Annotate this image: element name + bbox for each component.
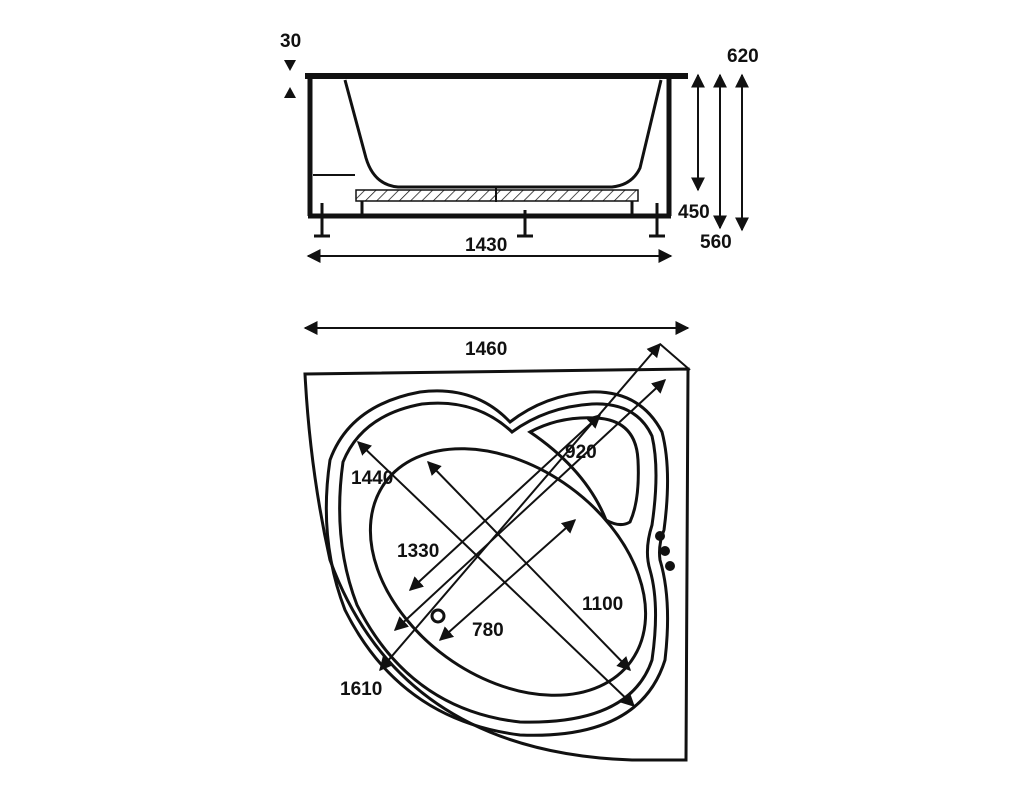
dim-line-basin-width <box>438 519 577 641</box>
label-length: 1430 <box>465 235 507 256</box>
jet-controls-icon <box>655 531 675 571</box>
drain-icon <box>430 608 446 624</box>
label-basin-width: 780 <box>472 620 504 641</box>
label-headrest: 920 <box>565 442 597 463</box>
label-total-height: 620 <box>727 46 759 67</box>
label-height-to-rim: 560 <box>700 232 732 253</box>
dim-line-outer-diagonal <box>393 379 667 631</box>
label-overall-diagonal: 1610 <box>340 679 382 700</box>
label-width: 1460 <box>465 339 507 360</box>
dim-line-basin-length <box>427 460 631 672</box>
side-tub-profile <box>343 79 663 189</box>
label-basin-length: 1100 <box>582 594 623 615</box>
top-view <box>303 321 691 762</box>
side-view <box>284 60 749 263</box>
side-legs <box>314 203 665 238</box>
label-rim-thickness: 30 <box>280 31 301 52</box>
label-inner-depth: 450 <box>678 202 710 223</box>
dim-line-rim-cross <box>356 441 636 707</box>
label-inner-diagonal: 1330 <box>397 541 439 562</box>
top-rim-inner <box>338 401 658 724</box>
label-outer-diagonal: 1440 <box>351 468 393 489</box>
dim-rim-thickness <box>284 60 296 98</box>
